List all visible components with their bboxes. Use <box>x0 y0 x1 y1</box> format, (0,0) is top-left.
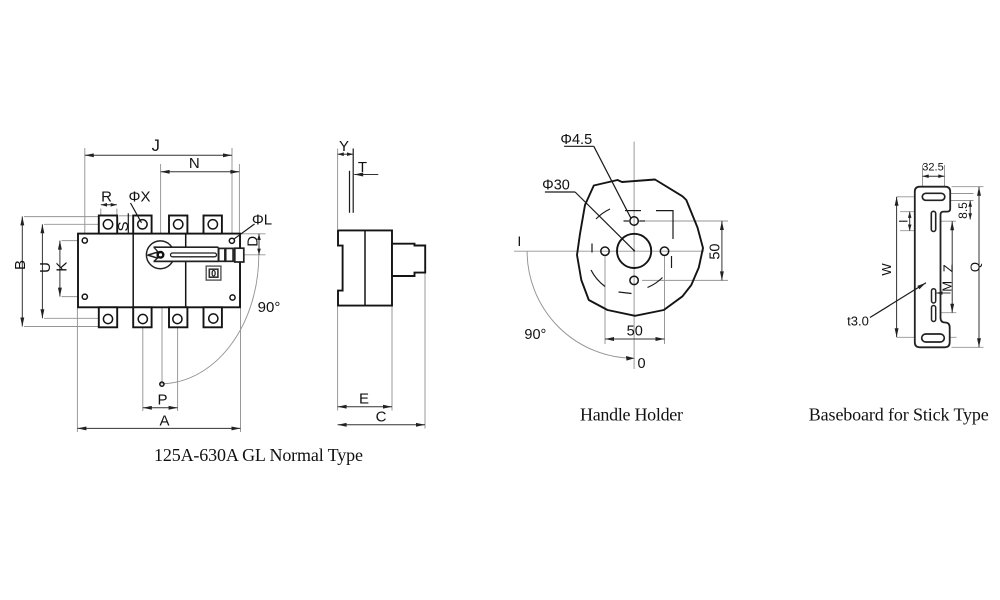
svg-text:E: E <box>359 391 369 408</box>
svg-text:50: 50 <box>627 324 643 340</box>
svg-text:90°: 90° <box>524 327 546 343</box>
svg-text:W: W <box>879 263 894 276</box>
svg-text:0: 0 <box>211 268 216 278</box>
svg-text:Z: Z <box>940 264 955 272</box>
svg-text:B: B <box>12 260 29 270</box>
svg-text:M: M <box>940 281 955 292</box>
svg-text:ΦX: ΦX <box>129 189 151 206</box>
svg-text:8.5: 8.5 <box>956 202 970 219</box>
svg-text:Handle Holder: Handle Holder <box>580 405 683 425</box>
svg-text:125A-630A GL Normal Type: 125A-630A GL Normal Type <box>154 445 363 465</box>
svg-text:K: K <box>53 262 70 272</box>
svg-text:32.5: 32.5 <box>922 162 943 174</box>
svg-text:S: S <box>115 221 132 231</box>
svg-text:t3.0: t3.0 <box>847 314 869 329</box>
svg-text:D: D <box>244 236 261 247</box>
svg-text:Φ30: Φ30 <box>542 178 570 194</box>
svg-text:I: I <box>517 233 521 249</box>
svg-text:Baseboard for Stick Type: Baseboard for Stick Type <box>809 405 989 425</box>
svg-text:Φ4.5: Φ4.5 <box>560 132 592 148</box>
svg-text:ΦL: ΦL <box>252 211 272 228</box>
svg-text:Y: Y <box>339 138 349 155</box>
svg-text:U: U <box>37 262 54 273</box>
svg-text:I: I <box>897 220 911 223</box>
svg-text:P: P <box>157 392 167 409</box>
svg-text:T: T <box>358 159 367 176</box>
svg-text:C: C <box>376 409 387 426</box>
svg-text:90°: 90° <box>258 299 281 316</box>
svg-text:0: 0 <box>637 356 645 372</box>
svg-text:R: R <box>101 189 112 206</box>
svg-text:Q: Q <box>967 262 982 272</box>
svg-text:A: A <box>159 413 169 430</box>
svg-text:50: 50 <box>708 244 724 260</box>
svg-text:N: N <box>189 155 200 172</box>
svg-text:J: J <box>152 137 160 155</box>
